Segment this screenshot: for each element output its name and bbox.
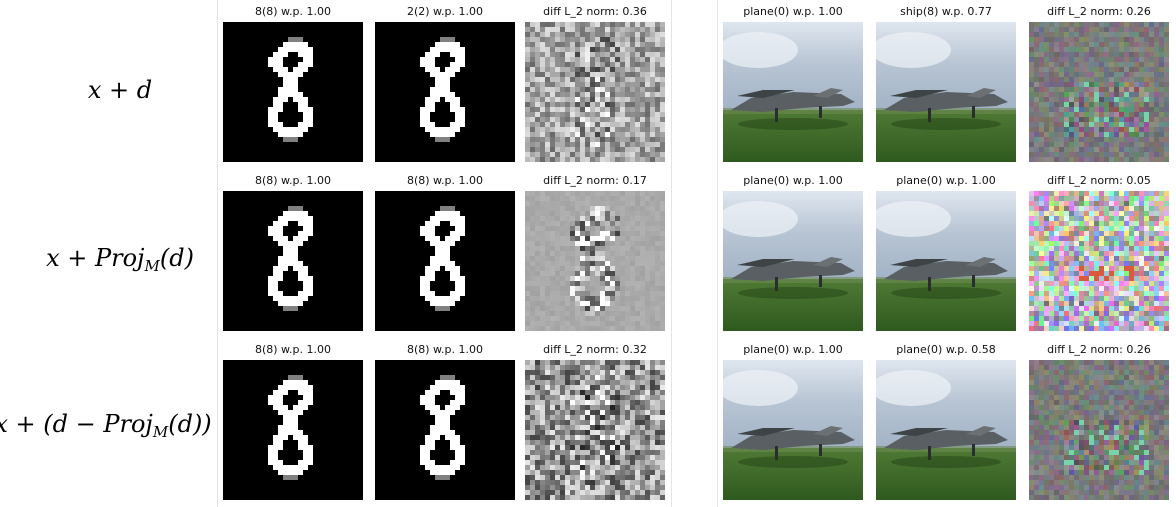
- cifar-diff-image: [1029, 191, 1169, 331]
- mnist-digit-image: [223, 360, 363, 500]
- image-caption: diff L_2 norm: 0.32: [543, 343, 647, 356]
- right-panel-border: [717, 0, 718, 507]
- mnist-original-cell: 8(8) w.p. 1.00: [223, 4, 363, 162]
- cifar-plane-image: [876, 191, 1016, 331]
- cifar-original-cell: plane(0) w.p. 1.00: [723, 4, 863, 162]
- cifar-perturbed-cell: plane(0) w.p. 0.58: [876, 342, 1016, 500]
- middle-panel-border: [671, 0, 672, 507]
- cifar-perturbed-cell: ship(8) w.p. 0.77: [876, 4, 1016, 162]
- image-caption: plane(0) w.p. 0.58: [896, 343, 996, 356]
- image-caption: ship(8) w.p. 0.77: [900, 5, 992, 18]
- row-label-2: x + ProjM(d): [46, 244, 194, 275]
- row-label-2-post: (d): [159, 244, 194, 272]
- image-caption: plane(0) w.p. 1.00: [743, 343, 843, 356]
- image-caption: diff L_2 norm: 0.17: [543, 174, 647, 187]
- image-caption: diff L_2 norm: 0.05: [1047, 174, 1151, 187]
- image-caption: 8(8) w.p. 1.00: [254, 174, 332, 187]
- mnist-diff-cell: diff L_2 norm: 0.32: [525, 342, 665, 500]
- cifar-plane-image: [723, 360, 863, 500]
- mnist-digit-image: [375, 191, 515, 331]
- cifar-perturbed-cell: plane(0) w.p. 1.00: [876, 173, 1016, 331]
- row-label-3: x + (d − ProjM(d)): [0, 410, 212, 441]
- mnist-diff-image: [525, 360, 665, 500]
- cifar-original-cell: plane(0) w.p. 1.00: [723, 342, 863, 500]
- cifar-diff-cell: diff L_2 norm: 0.26: [1029, 342, 1169, 500]
- cifar-plane-image: [723, 191, 863, 331]
- mnist-digit-image: [375, 22, 515, 162]
- mnist-digit-image: [223, 191, 363, 331]
- image-caption: 8(8) w.p. 1.00: [254, 343, 332, 356]
- cifar-plane-image: [876, 22, 1016, 162]
- row-label-3-post: (d)): [168, 410, 212, 438]
- cifar-diff-image: [1029, 22, 1169, 162]
- image-caption: plane(0) w.p. 1.00: [743, 5, 843, 18]
- mnist-perturbed-cell: 2(2) w.p. 1.00: [375, 4, 515, 162]
- row-label-3-sub: M: [152, 423, 169, 441]
- left-panel-border: [217, 0, 218, 507]
- mnist-digit-image: [375, 360, 515, 500]
- image-caption: diff L_2 norm: 0.26: [1047, 343, 1151, 356]
- mnist-original-cell: 8(8) w.p. 1.00: [223, 173, 363, 331]
- image-caption: 8(8) w.p. 1.00: [254, 5, 332, 18]
- row-label-2-sub: M: [144, 257, 160, 275]
- mnist-original-cell: 8(8) w.p. 1.00: [223, 342, 363, 500]
- mnist-perturbed-cell: 8(8) w.p. 1.00: [375, 342, 515, 500]
- image-caption: 8(8) w.p. 1.00: [406, 174, 484, 187]
- mnist-diff-image: [525, 22, 665, 162]
- row-label-3-pre: x + (d − Proj: [0, 410, 153, 438]
- mnist-digit-image: [223, 22, 363, 162]
- mnist-diff-image: [525, 191, 665, 331]
- cifar-plane-image: [876, 360, 1016, 500]
- cifar-diff-cell: diff L_2 norm: 0.26: [1029, 4, 1169, 162]
- row-label-1-main: x + d: [87, 76, 153, 104]
- row-label-2-pre: x + Proj: [46, 244, 145, 272]
- image-caption: 8(8) w.p. 1.00: [406, 343, 484, 356]
- cifar-original-cell: plane(0) w.p. 1.00: [723, 173, 863, 331]
- image-caption: plane(0) w.p. 1.00: [743, 174, 843, 187]
- image-caption: diff L_2 norm: 0.26: [1047, 5, 1151, 18]
- mnist-diff-cell: diff L_2 norm: 0.17: [525, 173, 665, 331]
- mnist-diff-cell: diff L_2 norm: 0.36: [525, 4, 665, 162]
- mnist-perturbed-cell: 8(8) w.p. 1.00: [375, 173, 515, 331]
- image-caption: 2(2) w.p. 1.00: [406, 5, 484, 18]
- image-caption: diff L_2 norm: 0.36: [543, 5, 647, 18]
- cifar-plane-image: [723, 22, 863, 162]
- cifar-diff-cell: diff L_2 norm: 0.05: [1029, 173, 1169, 331]
- cifar-diff-image: [1029, 360, 1169, 500]
- row-label-1: x + d: [88, 76, 152, 104]
- image-caption: plane(0) w.p. 1.00: [896, 174, 996, 187]
